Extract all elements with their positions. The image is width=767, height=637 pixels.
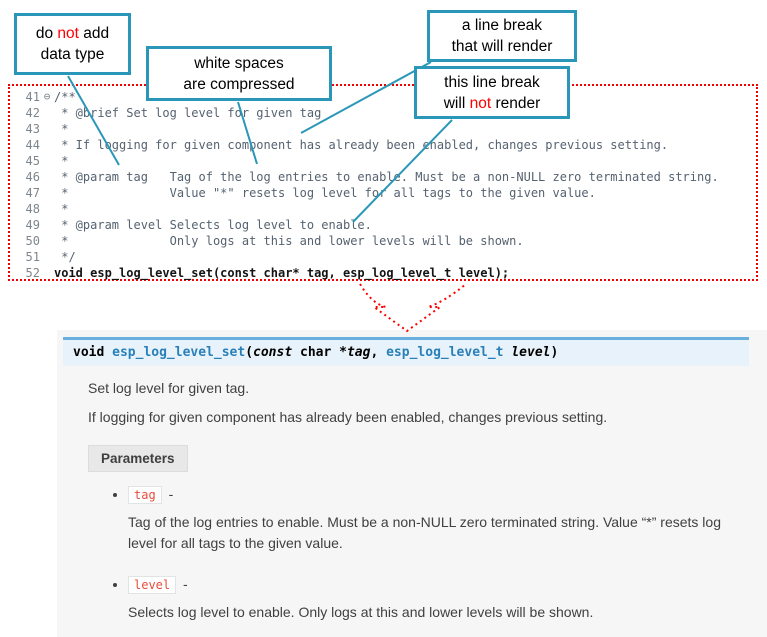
code-text: * Only logs at this and lower levels wil… — [54, 234, 524, 248]
callout-line-break-renders: a line break that will render — [427, 10, 577, 62]
fold-spacer — [40, 185, 54, 201]
callout-text: render — [491, 94, 541, 112]
callout-line: are compressed — [183, 75, 295, 93]
renders-to-arrow-icon — [359, 283, 467, 333]
fold-spacer — [40, 217, 54, 233]
line-number: 46 — [25, 170, 40, 184]
callout-text: add — [78, 25, 110, 42]
rendered-docs: void esp_log_level_set(const char *tag, … — [57, 330, 767, 637]
sig-const-keyword: const — [253, 345, 293, 360]
line-number: 43 — [25, 122, 40, 136]
line-number: 48 — [25, 202, 40, 216]
function-signature: void esp_log_level_set(const char *tag, … — [63, 337, 749, 366]
sig-type-link[interactable]: esp_log_level_t — [386, 345, 512, 360]
detail-text: If logging for given component has alrea… — [88, 409, 608, 425]
code-line-declaration[interactable]: 52 void esp_log_level_set(const char* tag… — [16, 265, 756, 281]
code-text: * — [54, 202, 69, 216]
line-number: 50 — [25, 234, 40, 248]
line-number: 47 — [25, 186, 40, 200]
code-line[interactable]: 47 * Value "*" resets log level for all … — [16, 185, 756, 201]
fold-spacer — [40, 169, 54, 185]
code-editor: 41⊖/** 42 * @brief Set log level for giv… — [8, 84, 758, 281]
sig-comma: , — [370, 345, 387, 360]
param-name-chip: level — [128, 576, 177, 594]
sig-arg-level: level — [511, 345, 551, 360]
callout-line-break-not-render: this line break will not render — [414, 66, 570, 119]
param-item-level: level - Selects log level to enable. Onl… — [128, 576, 749, 623]
line-number: 41 — [25, 90, 40, 104]
callout-line: that will render — [451, 38, 553, 55]
code-text: * Value "*" resets log level for all tag… — [54, 186, 596, 200]
param-name-chip: tag — [128, 486, 162, 504]
code-line[interactable]: 45 * — [16, 153, 756, 169]
sig-function-name: esp_log_level_set — [112, 345, 246, 360]
param-separator: - — [179, 576, 188, 592]
callout-text-red: not — [57, 25, 79, 42]
code-text: * @brief Set log level for given tag — [54, 106, 322, 120]
code-text: * — [54, 122, 69, 136]
code-text: * If logging for given component has alr… — [54, 138, 669, 152]
code-text: */ — [54, 250, 76, 264]
fold-spacer — [40, 121, 54, 137]
code-line[interactable]: 43 * — [16, 121, 756, 137]
code-line[interactable]: 42 * @brief Set log level for given tag — [16, 105, 756, 121]
callout-do-not-add-data-type: do not add data type — [14, 13, 131, 75]
code-text: /** — [54, 90, 76, 104]
callout-line: do not add — [36, 23, 109, 44]
code-line[interactable]: 46 * @param tag Tag of the log entries t… — [16, 169, 756, 185]
brief-text: Set log level for given tag. — [88, 380, 250, 396]
code-line[interactable]: 49 * @param level Selects log level to e… — [16, 217, 756, 233]
callout-line: data type — [40, 46, 105, 63]
callout-line: white spaces — [194, 54, 284, 72]
code-line[interactable]: 48 * — [16, 201, 756, 217]
fold-spacer — [40, 105, 54, 121]
callout-line: will not render — [444, 93, 541, 114]
callout-text: will — [443, 94, 470, 112]
callout-text: do — [35, 25, 58, 42]
docs-body: Set log level for given tag. If logging … — [88, 380, 749, 623]
code-text: void esp_log_level_set(const char* tag, … — [54, 266, 510, 280]
sig-char-type: char * — [292, 345, 347, 360]
fold-spacer — [40, 233, 54, 249]
param-description: Tag of the log entries to enable. Must b… — [128, 514, 721, 551]
line-number: 45 — [25, 154, 40, 168]
callout-line: this line break — [444, 73, 540, 91]
fold-spacer — [40, 201, 54, 217]
param-separator: - — [164, 486, 174, 502]
fold-collapse-icon[interactable]: ⊖ — [43, 90, 51, 103]
line-number: 44 — [25, 138, 40, 152]
line-number: 49 — [25, 218, 40, 232]
code-text: * — [54, 154, 69, 168]
callout-line: a line break — [461, 17, 543, 34]
callout-white-spaces-compressed: white spaces are compressed — [146, 46, 332, 101]
sig-return-type: void — [73, 345, 113, 360]
callout-text-red: not — [469, 94, 492, 112]
code-line[interactable]: 51 */ — [16, 249, 756, 265]
fold-spacer — [40, 265, 54, 281]
line-number: 42 — [25, 106, 40, 120]
param-item-tag: tag - Tag of the log entries to enable. … — [128, 486, 749, 554]
code-line[interactable]: 50 * Only logs at this and lower levels … — [16, 233, 756, 249]
code-line[interactable]: 41⊖/** — [16, 89, 756, 105]
line-number: 51 — [25, 250, 40, 264]
fold-spacer — [40, 153, 54, 169]
line-number: 52 — [25, 266, 40, 280]
sig-arg-tag: tag — [346, 345, 371, 360]
fold-spacer — [40, 249, 54, 265]
parameters-label: Parameters — [88, 445, 188, 472]
parameter-list: tag - Tag of the log entries to enable. … — [88, 486, 749, 623]
code-text: * @param level Selects log level to enab… — [54, 218, 372, 232]
code-line[interactable]: 44 * If logging for given component has … — [16, 137, 756, 153]
fold-spacer — [40, 137, 54, 153]
code-text: * @param tag Tag of the log entries to e… — [54, 170, 719, 184]
sig-paren: ) — [550, 345, 559, 360]
sig-paren: ( — [245, 345, 254, 360]
param-description: Selects log level to enable. Only logs a… — [128, 604, 594, 620]
